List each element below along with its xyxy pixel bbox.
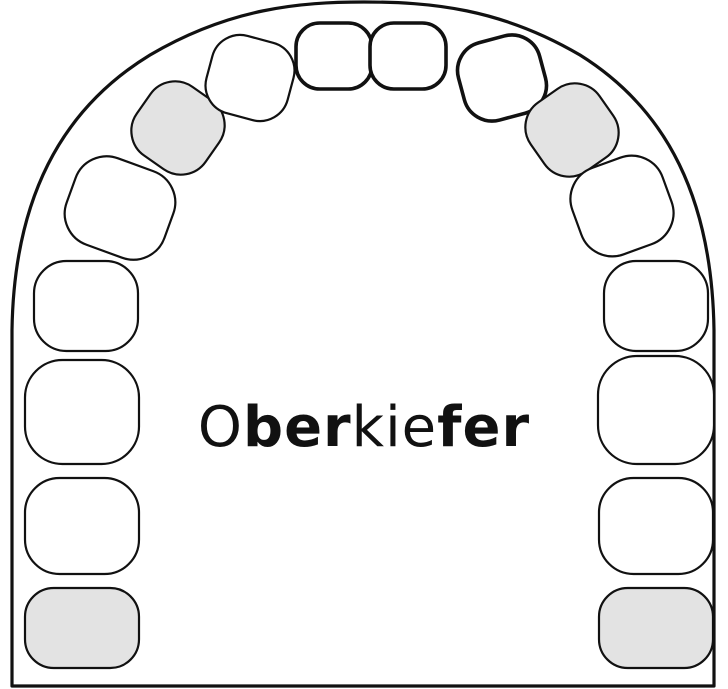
tooth-left-6 <box>130 80 226 176</box>
tooth-right-3 <box>524 82 620 178</box>
tooth-left-8 <box>294 21 374 91</box>
tooth-right-7 <box>597 476 715 576</box>
jaw-title: Oberkiefer <box>0 395 728 460</box>
tooth-right-4 <box>569 154 675 258</box>
jaw-title-part-3: kie <box>351 395 438 460</box>
jaw-title-part-2: ber <box>242 395 352 460</box>
tooth-left-1 <box>23 586 141 670</box>
tooth-left-3 <box>23 358 141 466</box>
tooth-left-4 <box>32 259 140 353</box>
teeth-group <box>23 21 716 670</box>
jaw-title-part-4: fer <box>437 395 531 460</box>
tooth-left-5 <box>63 155 177 261</box>
jaw-title-part-1: O <box>197 395 243 460</box>
tooth-right-2 <box>455 33 549 123</box>
tooth-right-5 <box>602 259 710 353</box>
tooth-right-6 <box>596 354 716 466</box>
tooth-right-1 <box>368 21 448 91</box>
tooth-right-8 <box>597 586 715 670</box>
tooth-left-2 <box>23 476 141 576</box>
tooth-left-7 <box>204 33 296 123</box>
